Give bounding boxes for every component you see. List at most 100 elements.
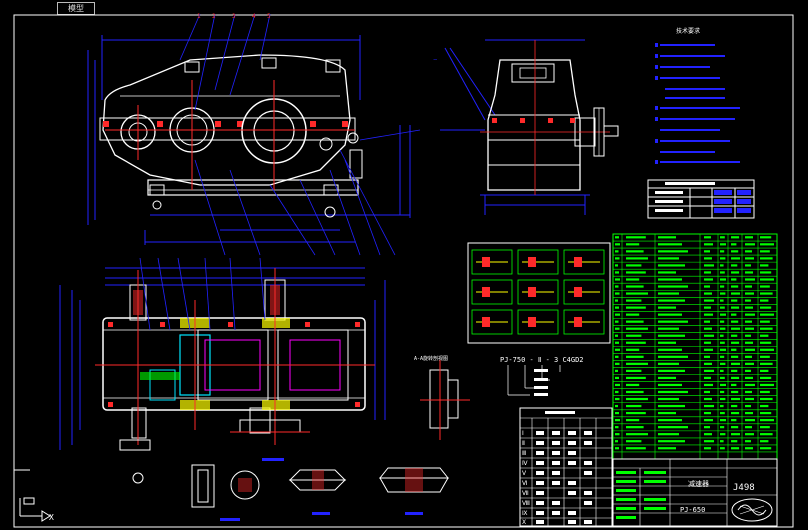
plan-section-view [59, 257, 386, 451]
parts-cell-mark [615, 292, 620, 295]
parts-cell-mark [704, 334, 714, 337]
parts-cell-mark [615, 440, 618, 443]
parts-cell-mark [731, 313, 737, 316]
parts-cell-mark [720, 271, 725, 274]
tech-notes: 技术要求 [655, 27, 740, 164]
parts-cell-mark [760, 341, 772, 344]
parts-cell-mark [720, 257, 726, 260]
parts-cell-mark [745, 440, 751, 443]
parts-cell-mark [626, 313, 640, 316]
parts-cell-mark [615, 285, 619, 288]
parts-cell-mark [615, 369, 618, 372]
parts-cell-mark [760, 236, 772, 239]
parts-cell-mark [720, 447, 725, 450]
parts-cell-mark [704, 278, 713, 281]
parts-cell-mark [704, 383, 713, 387]
cad-logo-icon [731, 498, 773, 522]
parts-cell-mark [704, 440, 714, 443]
parts-cell-mark [615, 376, 619, 380]
parts-cell-mark [615, 383, 620, 387]
detail-views [132, 458, 450, 521]
parts-cell-mark [626, 355, 644, 358]
parts-cell-mark [745, 306, 753, 309]
parts-cell-mark [615, 419, 620, 422]
parts-cell-mark [626, 236, 646, 239]
parts-cell-mark [658, 243, 682, 246]
parts-cell-mark [731, 306, 740, 309]
parts-cell-mark [626, 334, 642, 337]
svg-text:Ⅷ: Ⅷ [522, 500, 530, 507]
parts-cell-mark [760, 264, 769, 267]
parts-cell-mark [720, 404, 724, 408]
drawing-border [13, 14, 794, 528]
parts-cell-mark [731, 355, 739, 358]
svg-text:2: 2 [212, 13, 216, 20]
parts-cell-mark [704, 299, 714, 302]
parts-cell-mark [745, 390, 752, 394]
svg-text:Ⅵ: Ⅵ [522, 480, 528, 487]
parts-cell-mark [658, 257, 679, 260]
parts-cell-mark [745, 299, 751, 302]
parts-cell-mark [626, 250, 644, 253]
parts-cell-mark [720, 236, 725, 239]
parts-cell-mark [745, 271, 753, 274]
parts-cell-mark [720, 299, 724, 302]
parts-cell-mark [760, 383, 774, 387]
svg-text:Ⅰ: Ⅰ [433, 59, 439, 60]
parts-cell-mark [731, 334, 738, 337]
tech-notes-heading: 技术要求 [676, 27, 700, 35]
parts-cell-mark [760, 278, 774, 281]
parts-cell-mark [626, 411, 646, 415]
drawing-number: J498 [733, 483, 755, 493]
parts-cell-mark [731, 440, 738, 443]
parts-cell-mark [731, 376, 740, 380]
parts-cell-mark [615, 348, 620, 351]
parts-cell-mark [760, 376, 772, 380]
parts-cell-mark [731, 264, 738, 267]
parts-cell-mark [745, 355, 752, 358]
parts-cell-mark [615, 278, 620, 281]
parts-cell-mark [720, 243, 726, 246]
side-view: Ⅰ [433, 39, 619, 215]
parts-cell-mark [658, 320, 688, 323]
parts-cell-mark [745, 419, 755, 422]
parts-cell-mark [720, 376, 725, 380]
parts-cell-mark [731, 257, 740, 260]
parts-cell-mark [745, 376, 753, 380]
parts-cell-mark [760, 271, 772, 274]
parts-cell-mark [731, 271, 740, 274]
parts-cell-mark [704, 348, 713, 351]
parts-cell-mark [720, 306, 725, 309]
parts-cell-mark [658, 419, 682, 422]
parts-cell-mark [760, 419, 774, 422]
parts-cell-mark [658, 390, 688, 394]
parts-cell-mark [704, 376, 711, 380]
parts-cell-mark [731, 390, 739, 394]
parts-cell-mark [745, 426, 752, 429]
svg-text:3: 3 [232, 13, 236, 20]
svg-text:Ⅸ: Ⅸ [522, 510, 528, 517]
parts-cell-mark [658, 397, 679, 401]
parts-cell-mark [626, 264, 642, 267]
parts-cell-mark [615, 404, 618, 408]
parts-cell-mark [626, 440, 642, 443]
parts-cell-mark [745, 433, 754, 436]
parts-cell-mark [658, 348, 682, 351]
parts-cell-mark [760, 257, 773, 260]
parts-cell-mark [720, 327, 726, 330]
parts-cell-mark [615, 243, 620, 246]
parts-cell-mark [745, 334, 751, 337]
parts-cell-mark [731, 250, 739, 253]
parts-cell-mark [745, 369, 751, 372]
parts-cell-mark [658, 278, 682, 281]
parts-cell-mark [626, 376, 646, 380]
parts-cell-mark [720, 334, 724, 337]
parts-cell-mark [615, 433, 620, 436]
parts-cell-mark [704, 292, 712, 295]
parts-cell-mark [731, 278, 737, 281]
parts-cell-mark [720, 250, 725, 253]
parts-cell-mark [704, 320, 710, 323]
parts-cell-mark [704, 447, 711, 450]
parts-cell-mark [720, 264, 724, 267]
parts-cell-mark [615, 299, 618, 302]
